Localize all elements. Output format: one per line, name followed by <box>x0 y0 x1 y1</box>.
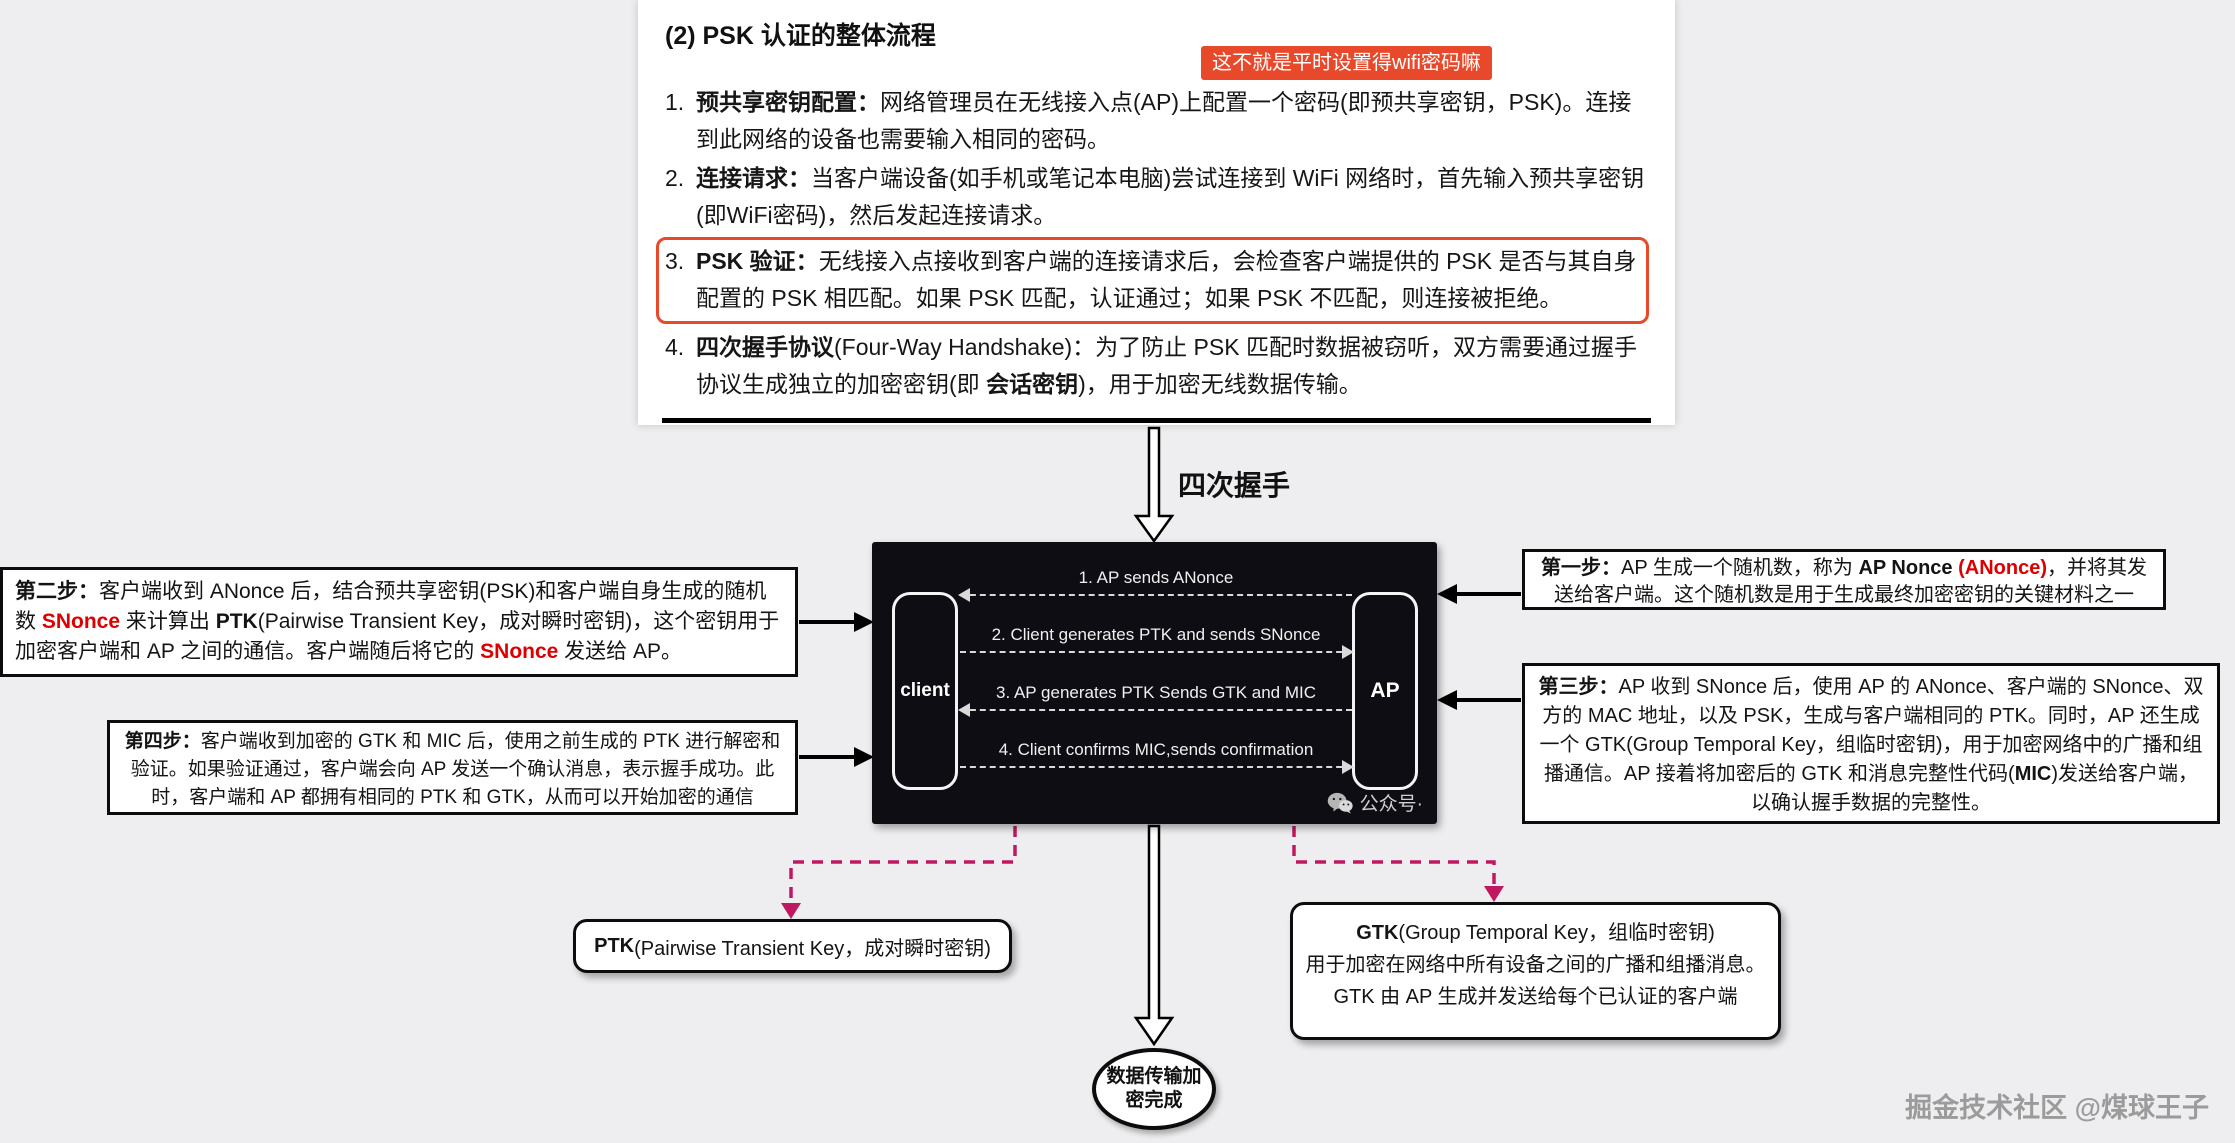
handshake-message-label: 4. Client confirms MIC,sends confirmatio… <box>998 739 1314 759</box>
handshake-message-arrow <box>958 702 1352 717</box>
handshake-message-3: 3. AP generates PTK Sends GTK and MIC <box>958 682 1352 717</box>
gtk-definition-line1: GTK(Group Temporal Key，组临时密钥) <box>1356 922 1715 944</box>
card-bottom-rule <box>662 418 1651 423</box>
four-way-handshake-label: 四次握手 <box>1178 470 1291 501</box>
gtk-dashed-arrow-head <box>1484 886 1504 902</box>
list-item-number: 1. <box>665 89 685 115</box>
ptk-dashed-arrow-head <box>781 903 801 919</box>
handshake-message-arrow <box>960 645 1354 660</box>
ap-node: AP <box>1352 592 1418 790</box>
top-double-arrow <box>1133 426 1175 544</box>
gtk-definition-box: GTK(Group Temporal Key，组临时密钥) 用于加密在网络中所有… <box>1290 902 1781 1040</box>
step2-arrow-head <box>854 612 874 632</box>
gtk-definition-line2: 用于加密在网络中所有设备之间的广播和组播消息。 <box>1305 954 1766 976</box>
list-item-psk-config: 1. 预共享密钥配置：网络管理员在无线接入点(AP)上配置一个密码(即预共享密钥… <box>665 84 1649 158</box>
list-item-text: 预共享密钥配置：网络管理员在无线接入点(AP)上配置一个密码(即预共享密钥，PS… <box>696 89 1632 152</box>
step1-arrow-head <box>1437 584 1457 604</box>
handshake-message-arrow <box>960 759 1354 774</box>
ptk-dashed-connector <box>789 826 1017 906</box>
ptk-definition-box: PTK(Pairwise Transient Key，成对瞬时密钥) <box>573 919 1012 973</box>
list-item-number: 3. <box>665 248 685 274</box>
list-item-number: 2. <box>665 165 685 191</box>
list-item-psk-verify-highlighted: 3. PSK 验证：无线接入点接收到客户端的连接请求后，会检查客户端提供的 PS… <box>656 237 1649 324</box>
handshake-message-arrow <box>958 588 1352 602</box>
handshake-sequence-box: client AP 1. AP sends ANonce 2. Client g… <box>872 542 1437 824</box>
psk-overview-card: (2) PSK 认证的整体流程 这不就是平时设置得wifi密码嘛 1. 预共享密… <box>638 0 1675 425</box>
gtk-definition-line3: GTK 由 AP 生成并发送给每个已认证的客户端 <box>1333 986 1738 1008</box>
list-item-text: PSK 验证：无线接入点接收到客户端的连接请求后，会检查客户端提供的 PSK 是… <box>696 248 1637 311</box>
step2-box: 第二步：客户端收到 ANonce 后，结合预共享密钥(PSK)和客户端自身生成的… <box>0 567 798 677</box>
list-item-connect-request: 2. 连接请求：当客户端设备(如手机或笔记本电脑)尝试连接到 WiFi 网络时，… <box>665 160 1649 234</box>
gtk-dashed-connector <box>1292 826 1496 888</box>
step1-box: 第一步：AP 生成一个随机数，称为 AP Nonce (ANonce)，并将其发… <box>1522 549 2166 610</box>
step3-box: 第三步：AP 收到 SNonce 后，使用 AP 的 ANonce、客户端的 S… <box>1522 663 2220 824</box>
handshake-message-label: 3. AP generates PTK Sends GTK and MIC <box>995 682 1317 702</box>
handshake-message-1: 1. AP sends ANonce <box>958 568 1352 602</box>
watermark-text: 掘金技术社区 @煤球王子 <box>1905 1093 2209 1123</box>
step3-arrow-head <box>1437 690 1457 710</box>
handshake-messages: 1. AP sends ANonce 2. Client generates P… <box>958 568 1354 774</box>
bottom-double-arrow <box>1133 824 1175 1047</box>
step4-box: 第四步：客户端收到加密的 GTK 和 MIC 后，使用之前生成的 PTK 进行解… <box>107 720 798 815</box>
list-item-text: 四次握手协议(Four-Way Handshake)：为了防止 PSK 匹配时数… <box>696 334 1637 397</box>
handshake-message-2: 2. Client generates PTK and sends SNonce <box>960 625 1354 660</box>
wechat-account-label: 公众号· <box>1359 794 1423 815</box>
wechat-account-tag: 公众号· <box>1327 789 1423 816</box>
handshake-message-label: 1. AP sends ANonce <box>1078 568 1234 587</box>
card-title: (2) PSK 认证的整体流程 <box>665 22 936 50</box>
client-node: client <box>892 592 958 790</box>
handshake-message-4: 4. Client confirms MIC,sends confirmatio… <box>960 739 1354 774</box>
handshake-message-label: 2. Client generates PTK and sends SNonce <box>991 625 1321 645</box>
wifi-password-note-badge: 这不就是平时设置得wifi密码嘛 <box>1201 46 1492 80</box>
list-item-number: 4. <box>665 334 685 360</box>
step4-arrow-head <box>854 747 874 767</box>
list-item-text: 连接请求：当客户端设备(如手机或笔记本电脑)尝试连接到 WiFi 网络时，首先输… <box>696 165 1645 228</box>
encryption-complete-ellipse: 数据传输加密完成 <box>1092 1048 1216 1130</box>
psk-steps-list: 1. 预共享密钥配置：网络管理员在无线接入点(AP)上配置一个密码(即预共享密钥… <box>656 84 1649 405</box>
list-item-four-way-handshake: 4. 四次握手协议(Four-Way Handshake)：为了防止 PSK 匹… <box>665 329 1649 403</box>
wechat-icon <box>1327 792 1353 813</box>
